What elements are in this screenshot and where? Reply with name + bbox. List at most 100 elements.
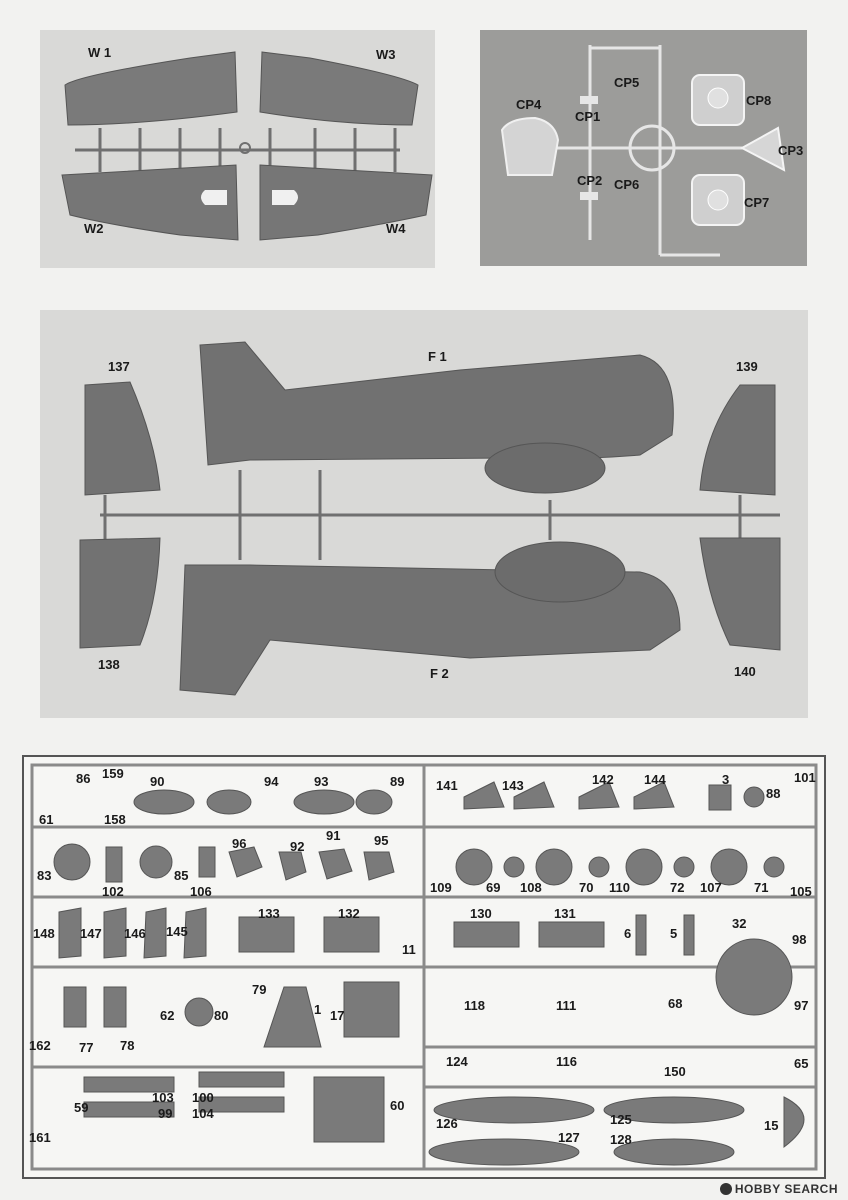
label-107: 107 [700, 880, 722, 895]
label-1: 1 [314, 1002, 322, 1017]
label-71: 71 [754, 880, 769, 895]
label-79: 79 [252, 982, 267, 997]
label-125: 125 [610, 1112, 632, 1127]
label-w2: W2 [84, 221, 104, 236]
fuselage-panel: F 1 F 2 137 138 139 140 [40, 310, 808, 718]
label-cp3: CP3 [778, 143, 804, 158]
parts-sprue-art [30, 763, 818, 1171]
label-142: 142 [592, 772, 614, 787]
label-147: 147 [80, 926, 102, 941]
wing-w3-shape [259, 51, 419, 126]
label-104: 104 [192, 1106, 214, 1121]
label-132: 132 [338, 906, 360, 921]
label-cp4: CP4 [516, 97, 542, 112]
label-cp2: CP2 [577, 173, 603, 188]
label-130: 130 [470, 906, 492, 921]
label-90: 90 [150, 774, 165, 789]
label-88: 88 [766, 786, 781, 801]
label-72: 72 [670, 880, 685, 895]
fuselage-sprue-art [79, 341, 781, 696]
label-5: 5 [670, 926, 678, 941]
label-77: 77 [79, 1040, 94, 1055]
label-101: 101 [794, 770, 816, 785]
wings-panel: W 1 W3 W2 W4 [40, 30, 435, 268]
label-95: 95 [374, 833, 389, 848]
label-cp8: CP8 [746, 93, 772, 108]
canopy-cp3-shape [739, 126, 786, 172]
watermark-text: HOBBY SEARCH [734, 1182, 838, 1196]
label-138: 138 [98, 657, 120, 672]
label-110: 110 [609, 880, 630, 895]
label-100: 100 [192, 1090, 214, 1105]
label-139: 139 [736, 359, 758, 374]
label-111: 111 [556, 998, 577, 1013]
canopy-sprue-art [500, 45, 786, 257]
label-140: 140 [734, 664, 756, 679]
label-f2: F 2 [430, 666, 449, 681]
label-cp5: CP5 [614, 75, 640, 90]
stab-140-shape [699, 537, 781, 651]
label-103: 103 [152, 1090, 174, 1105]
label-w4: W4 [386, 221, 406, 236]
label-80: 80 [214, 1008, 229, 1023]
canopy-panel: CP5 CP1 CP8 CP4 CP3 CP2 CP6 CP7 [480, 30, 807, 266]
label-127: 127 [558, 1130, 580, 1145]
label-161: 161 [29, 1130, 51, 1145]
wing-w1-shape [64, 51, 238, 126]
label-65: 65 [794, 1056, 809, 1071]
label-131: 131 [554, 906, 576, 921]
label-w1: W 1 [88, 45, 112, 60]
label-83: 83 [37, 868, 52, 883]
label-124: 124 [446, 1054, 468, 1069]
label-159: 159 [102, 766, 124, 781]
label-78: 78 [120, 1038, 135, 1053]
label-91: 91 [326, 828, 341, 843]
label-62: 62 [160, 1008, 175, 1023]
stab-139-shape [699, 384, 776, 496]
label-105: 105 [790, 884, 812, 899]
label-6: 6 [624, 926, 632, 941]
label-cp1: CP1 [575, 109, 601, 124]
label-f1: F 1 [428, 349, 447, 364]
label-150: 150 [664, 1064, 686, 1079]
label-158: 158 [104, 812, 126, 827]
label-w3: W3 [376, 47, 396, 62]
label-69: 69 [486, 880, 501, 895]
label-162: 162 [29, 1038, 51, 1053]
label-116: 116 [556, 1054, 577, 1069]
label-93: 93 [314, 774, 329, 789]
label-32: 32 [732, 916, 747, 931]
label-70: 70 [579, 880, 594, 895]
label-85: 85 [174, 868, 189, 883]
label-15: 15 [764, 1118, 779, 1133]
label-141: 141 [436, 778, 458, 793]
label-144: 144 [644, 772, 666, 787]
wing-w4-shape [259, 164, 433, 241]
label-133: 133 [258, 906, 280, 921]
label-118: 118 [464, 998, 485, 1013]
label-89: 89 [390, 774, 405, 789]
label-106: 106 [190, 884, 212, 899]
stab-138-shape [79, 537, 161, 649]
label-145: 145 [166, 924, 188, 939]
label-cp7: CP7 [744, 195, 770, 210]
label-109: 109 [430, 880, 452, 895]
label-148: 148 [33, 926, 55, 941]
label-94: 94 [264, 774, 279, 789]
label-cp6: CP6 [614, 177, 640, 192]
label-11: 11 [402, 942, 416, 957]
watermark: HOBBY SEARCH [719, 1182, 838, 1196]
label-102: 102 [102, 884, 124, 899]
stab-137-shape [84, 381, 161, 496]
parts-sprue-panel: 86 159 158 6 1 90 94 93 89 141 143 142 14… [22, 755, 826, 1179]
label-126: 126 [436, 1116, 458, 1131]
label-59: 59 [74, 1100, 89, 1115]
label-96: 96 [232, 836, 247, 851]
label-86: 86 [76, 771, 91, 786]
label-99: 99 [158, 1106, 173, 1121]
label-143: 143 [502, 778, 524, 793]
label-137: 137 [108, 359, 130, 374]
label-60: 60 [390, 1098, 405, 1113]
label-98: 98 [792, 932, 807, 947]
wing-w2-shape [61, 164, 239, 241]
